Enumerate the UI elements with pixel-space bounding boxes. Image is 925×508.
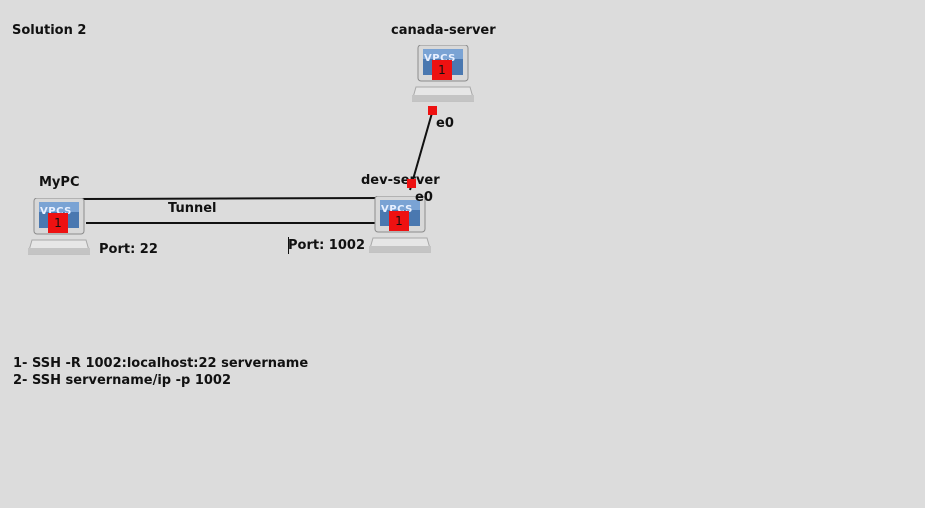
dev-e0-port[interactable] <box>407 179 416 188</box>
canada-e0-port[interactable] <box>428 106 437 115</box>
instruction-line-1[interactable]: 1- SSH -R 1002:localhost:22 servername <box>13 356 309 371</box>
tunnel-line-top[interactable] <box>77 197 385 200</box>
dev-e0-label: e0 <box>415 190 433 205</box>
port-1002-label[interactable]: Port: 1002 <box>288 238 365 253</box>
text-cursor <box>288 237 289 254</box>
dev-server-node[interactable]: VPCS 1 <box>369 196 431 254</box>
status-badge: 1 <box>389 211 409 231</box>
vpcs-text: VPCS <box>424 53 456 64</box>
diagram-title: Solution 2 <box>12 23 87 38</box>
vpcs-text: VPCS <box>381 204 413 215</box>
canada-server-label: canada-server <box>391 23 496 38</box>
status-badge: 1 <box>432 60 452 80</box>
canada-server-node[interactable]: VPCS 1 <box>412 45 474 103</box>
tunnel-label[interactable]: Tunnel <box>168 201 217 216</box>
mypc-node[interactable]: VPCS 1 <box>28 198 90 256</box>
status-badge: 1 <box>48 213 68 233</box>
link-canada-dev[interactable] <box>409 112 433 191</box>
mypc-label: MyPC <box>39 175 80 190</box>
vpcs-text: VPCS <box>40 206 72 217</box>
canada-e0-label: e0 <box>436 116 454 131</box>
instruction-line-2[interactable]: 2- SSH servername/ip -p 1002 <box>13 373 232 388</box>
port-22-label[interactable]: Port: 22 <box>99 242 158 257</box>
dev-server-label: dev-server <box>361 173 440 188</box>
